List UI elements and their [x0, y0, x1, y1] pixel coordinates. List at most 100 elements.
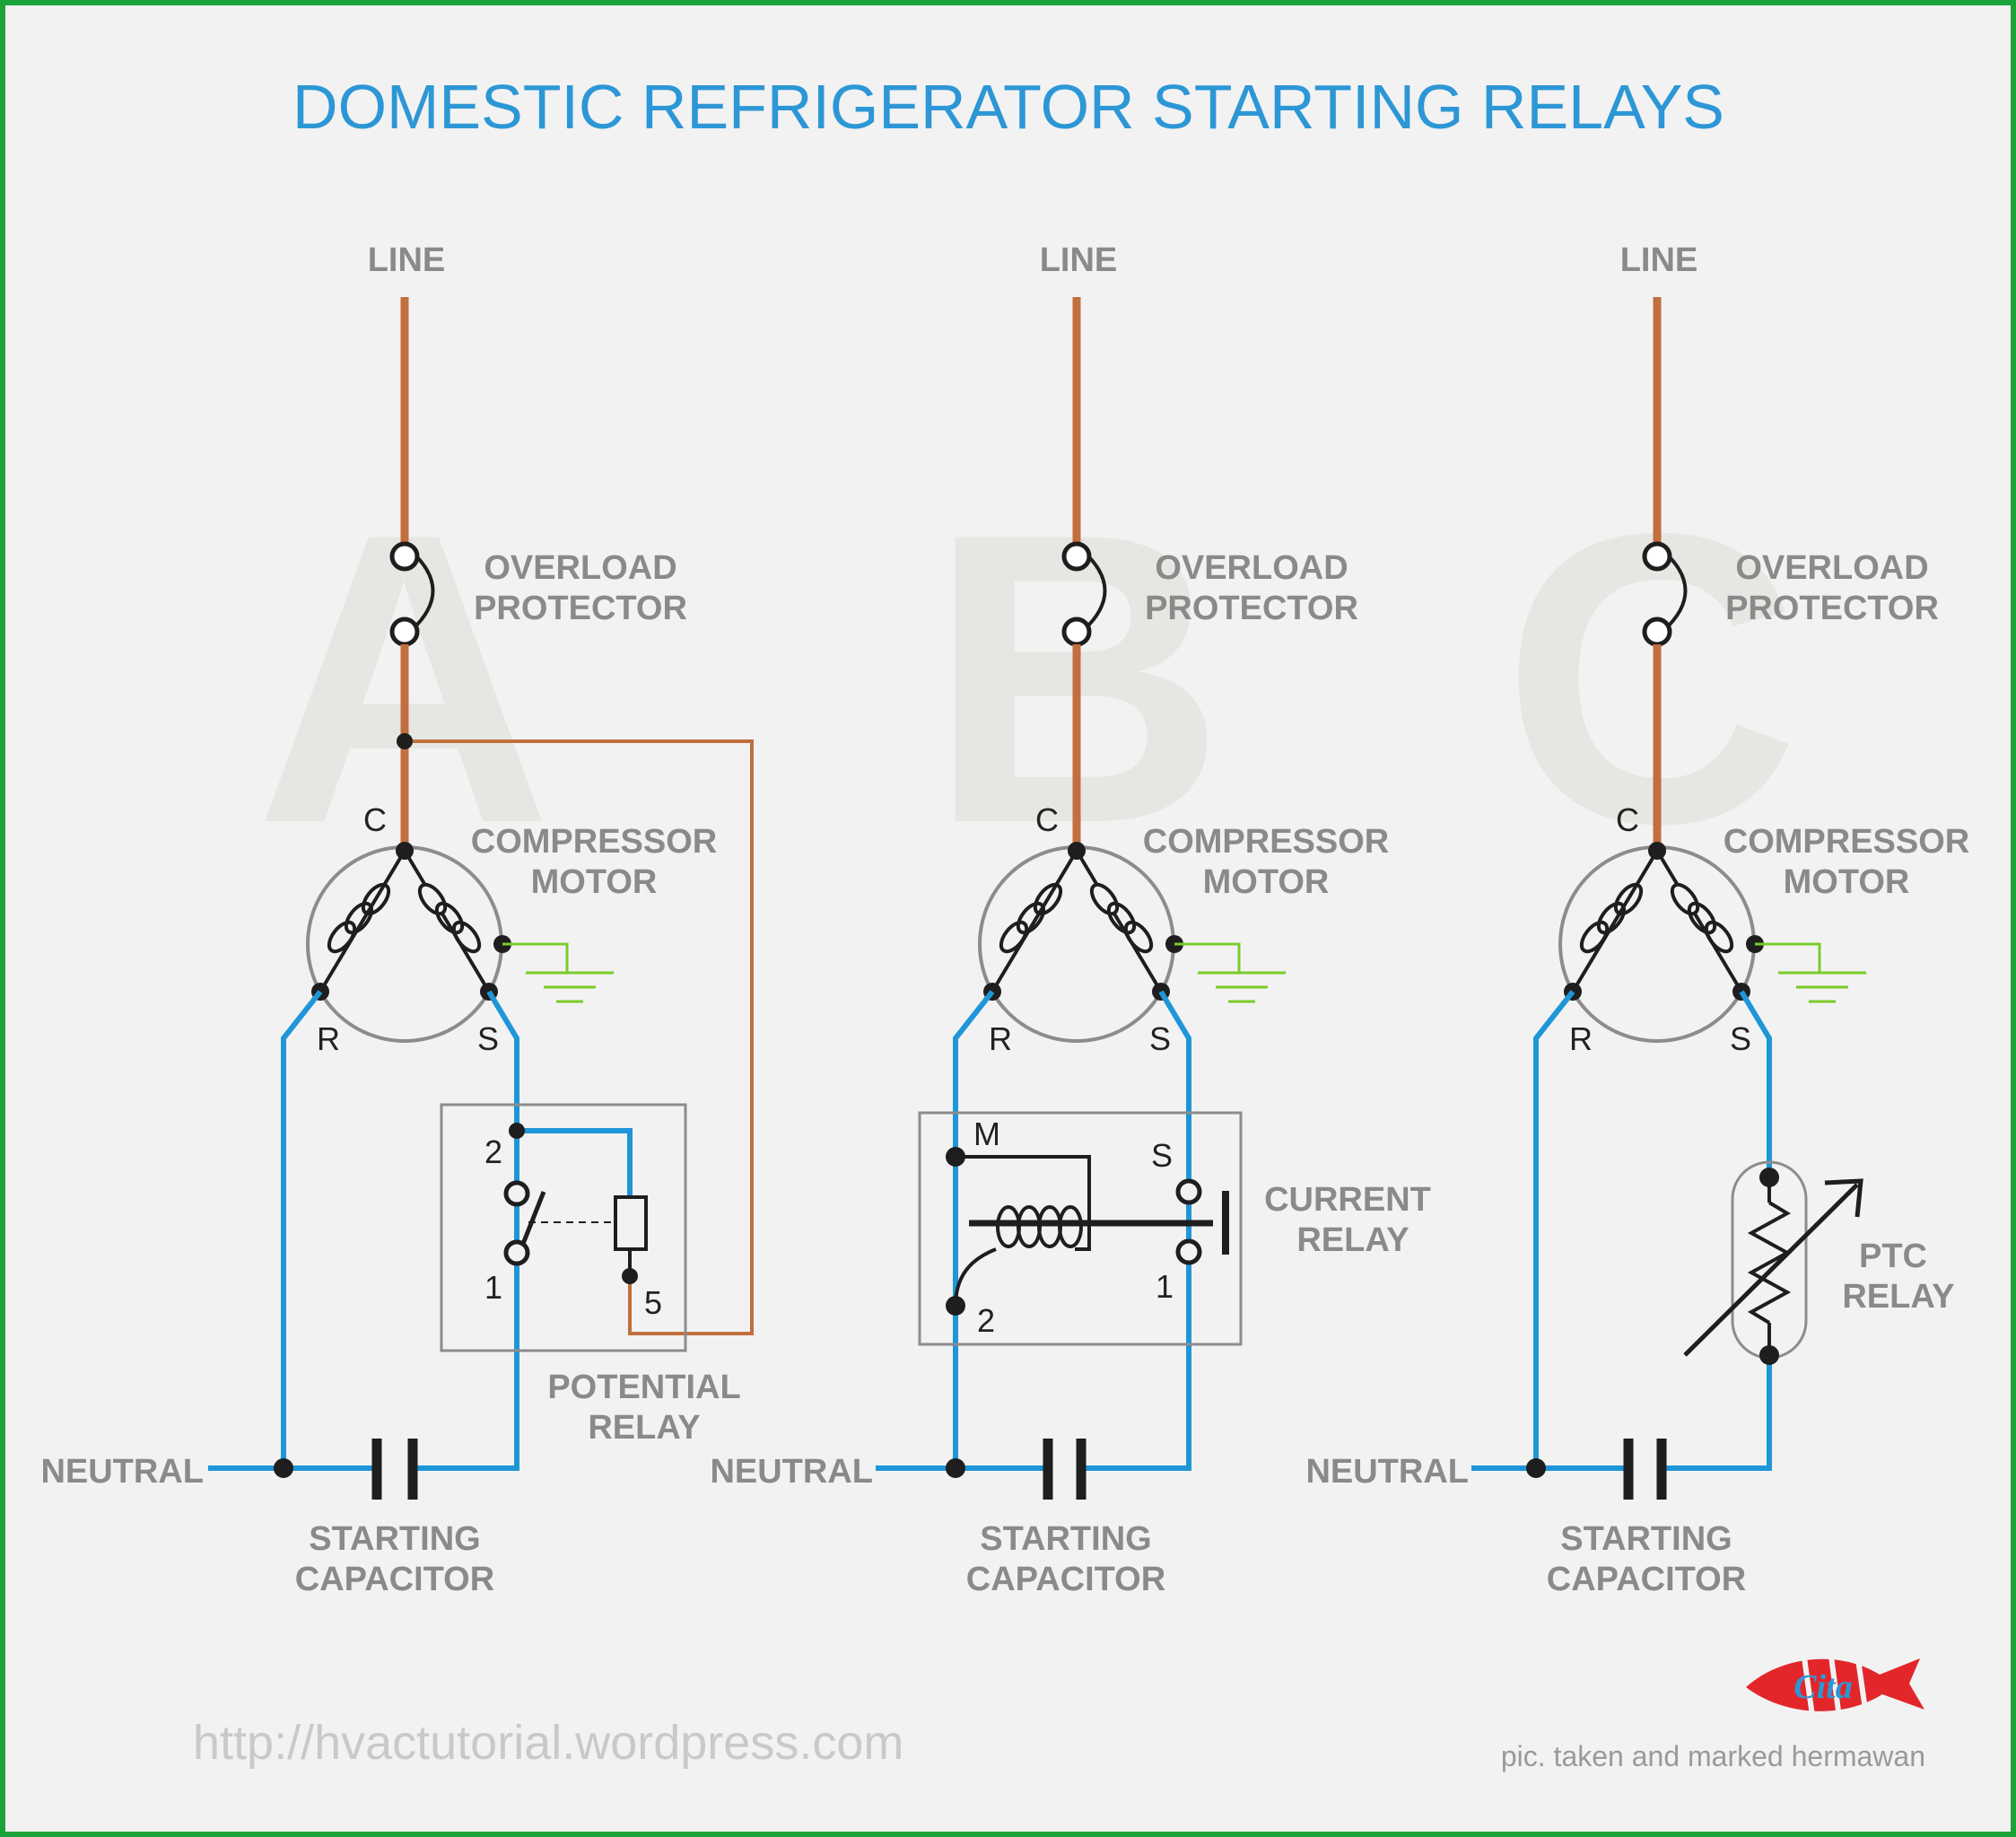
relay-pin-1-label: 1 [484, 1269, 502, 1306]
capacitor-label-2: CAPACITOR [966, 1561, 1165, 1598]
start-winding [403, 849, 491, 993]
junction-dot [397, 733, 413, 749]
overload-label-2: PROTECTOR [1725, 590, 1939, 627]
terminal-c-label: C [1035, 801, 1059, 838]
relay-coil-lead-top [956, 1155, 1091, 1251]
logo-text: Cita [1793, 1668, 1852, 1706]
terminal-r-label: R [1569, 1020, 1593, 1057]
neutral-junction [946, 1458, 965, 1478]
credit-text: pic. taken and marked hermawan [1501, 1740, 1925, 1772]
relay-label-1: POTENTIAL [547, 1369, 740, 1406]
motor-label-2: MOTOR [1784, 863, 1910, 901]
terminal-r-label: R [989, 1020, 1012, 1057]
neutral-label: NEUTRAL [1305, 1453, 1469, 1491]
ptc-to-capacitor-wire [1662, 1355, 1772, 1471]
neutral-label: NEUTRAL [40, 1453, 204, 1491]
ground-icon [502, 942, 614, 1003]
start-coil-icon [1089, 882, 1154, 954]
overload-terminal-top [389, 541, 420, 572]
relay-coil-icon [614, 1195, 648, 1251]
overload-terminal-top [1061, 541, 1092, 572]
source-url: http://hvactutorial.wordpress.com [193, 1716, 903, 1770]
overload-terminal-top [1642, 541, 1672, 572]
relay-pin-5 [622, 1268, 638, 1284]
neutral-junction [1526, 1458, 1546, 1478]
terminal-c [1648, 842, 1666, 860]
relay-coil-lead-bottom [954, 1247, 997, 1307]
neutral-label: NEUTRAL [710, 1453, 873, 1491]
motor-label-1: COMPRESSOR [1143, 823, 1389, 861]
terminal-c-label: C [363, 801, 387, 838]
run-coil-icon [1579, 882, 1644, 954]
relay-pin-m [946, 1147, 965, 1167]
ptc-pin-bottom [1759, 1345, 1779, 1365]
terminal-c-label: C [1616, 801, 1639, 838]
relay-pin-2 [946, 1296, 965, 1316]
relay-pin-5-label: 5 [644, 1284, 662, 1321]
overload-protector-arc [1082, 550, 1107, 632]
terminal-c [396, 842, 414, 860]
relay-coil-feed-wire [517, 1128, 633, 1197]
start-to-ptc-wire [1739, 990, 1772, 1177]
run-to-neutral-wire [953, 990, 995, 1468]
start-coil-icon [1670, 882, 1734, 954]
arrow-head-icon [1824, 1178, 1863, 1218]
relay-pin-m-label: M [973, 1115, 1000, 1152]
relay-coil-icon [996, 1205, 1083, 1248]
capacitor-label-1: STARTING [309, 1520, 480, 1558]
ground-icon [1174, 942, 1286, 1003]
terminal-s-label: S [1730, 1020, 1751, 1057]
terminal-s-label: S [1149, 1020, 1171, 1057]
overload-label-1: OVERLOAD [1735, 549, 1928, 587]
run-coil-icon [327, 882, 391, 954]
relay-pin-s-label: S [1151, 1137, 1173, 1174]
relay-pin-1-label: 1 [1156, 1268, 1174, 1305]
potential-relay-box [440, 1103, 687, 1352]
line-label: LINE [1040, 241, 1118, 279]
motor-label-1: COMPRESSOR [1724, 823, 1969, 861]
relay-pin-2-label: 2 [484, 1133, 502, 1170]
relay-contact-icon [1175, 1178, 1202, 1265]
relay-label-2: RELAY [588, 1409, 700, 1447]
relay-label-2: RELAY [1296, 1221, 1409, 1259]
starting-capacitor-icon [1043, 1439, 1087, 1500]
potential-relay-coil-wire [405, 739, 754, 1335]
line-label: LINE [1620, 241, 1698, 279]
fish-logo-icon: Cita [1746, 1649, 1924, 1719]
starting-capacitor-icon [371, 1439, 418, 1500]
overload-terminal-bottom [389, 617, 420, 647]
neutral-junction [274, 1458, 293, 1478]
terminal-s-label: S [477, 1020, 499, 1057]
panel-c: LINE OVERLOAD PROTECTOR C R S COMPRESSOR… [1305, 241, 1969, 1598]
relay-pin-2-label: 2 [977, 1302, 995, 1339]
overload-label-1: OVERLOAD [1155, 549, 1348, 587]
overload-label-1: OVERLOAD [484, 549, 676, 587]
run-winding [319, 849, 406, 993]
run-winding [991, 849, 1078, 993]
panel-b: LINE OVERLOAD PROTECTOR C R S COMPRESSOR… [710, 241, 1430, 1598]
ptc-pin-top [1759, 1168, 1779, 1187]
relay-label-1: CURRENT [1264, 1181, 1431, 1219]
relay-contact-icon [503, 1180, 546, 1266]
starting-capacitor-icon [1623, 1439, 1667, 1500]
ptc-thermistor-icon [1747, 1201, 1792, 1325]
motor-label-1: COMPRESSOR [471, 823, 717, 861]
relay-label-2: RELAY [1842, 1278, 1954, 1316]
relay-label-1: PTC [1859, 1238, 1927, 1275]
relay-pin-2 [509, 1123, 525, 1139]
start-winding [1075, 849, 1163, 993]
overload-terminal-bottom [1061, 617, 1092, 647]
overload-protector-arc [410, 550, 435, 632]
current-relay-box [918, 1111, 1243, 1346]
capacitor-label-2: CAPACITOR [1547, 1561, 1746, 1598]
terminal-r-label: R [317, 1020, 340, 1057]
ground-icon [1755, 942, 1866, 1003]
motor-label-2: MOTOR [1203, 863, 1330, 901]
run-to-neutral-wire [281, 990, 323, 1468]
overload-protector-arc [1663, 550, 1688, 632]
line-label: LINE [368, 241, 446, 279]
run-winding [1571, 849, 1659, 993]
